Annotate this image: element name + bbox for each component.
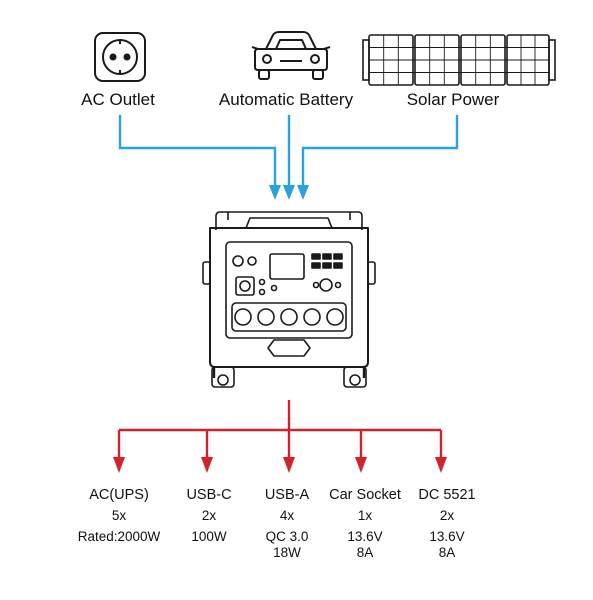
output-count: 1x: [357, 508, 373, 523]
output-spec: QC 3.0: [265, 529, 309, 544]
input-arrowheads: [269, 185, 309, 200]
output-usb-c: USB-C 2x 100W: [186, 487, 231, 545]
solar-power-label: Solar Power: [406, 90, 500, 109]
output-count: 4x: [279, 508, 295, 523]
solar-input-line: [301, 115, 459, 186]
usb-a-arrowhead-icon: [283, 457, 295, 473]
car-socket-arrowhead-icon: [355, 457, 367, 473]
ac-arrowhead-icon: [269, 185, 281, 200]
output-title: AC(UPS): [89, 487, 149, 503]
output-ac-ups: AC(UPS) 5x Rated:2000W: [78, 487, 161, 545]
output-spec: 100W: [191, 529, 227, 544]
solar-arrowhead-icon: [297, 185, 309, 200]
output-count: 5x: [111, 508, 127, 523]
input-arrows: [118, 115, 459, 186]
output-arrows: [117, 400, 443, 458]
output-title: Car Socket: [329, 487, 401, 503]
output-title: USB-C: [186, 487, 232, 503]
output-spec-2: 8A: [356, 545, 374, 560]
output-dc5521: DC 5521 2x 13.6V 8A: [418, 487, 475, 561]
ac-outlet-label: AC Outlet: [81, 90, 155, 109]
output-usb-a: USB-A 4x QC 3.0 18W: [265, 487, 309, 561]
car-icon: [251, 31, 331, 80]
ac-outlet-icon: [94, 32, 146, 82]
output-spec: 13.6V: [429, 529, 465, 544]
solar-panel-icon: [362, 34, 556, 86]
output-car-socket: Car Socket 1x 13.6V 8A: [329, 487, 401, 561]
output-spec-2: 8A: [438, 545, 456, 560]
battery-arrowhead-icon: [283, 185, 295, 200]
automatic-battery-label: Automatic Battery: [218, 90, 354, 109]
output-spec: Rated:2000W: [77, 529, 161, 544]
ac-input-line: [118, 115, 277, 186]
ac-ups-arrowhead-icon: [113, 457, 125, 473]
output-spec-2: 18W: [273, 545, 301, 560]
output-count: 2x: [201, 508, 217, 523]
output-title: DC 5521: [418, 487, 476, 503]
usb-c-arrowhead-icon: [201, 457, 213, 473]
power-station-icon: [202, 211, 376, 388]
output-arrowheads: [113, 457, 447, 473]
dc5521-arrowhead-icon: [435, 457, 447, 473]
output-spec: 13.6V: [347, 529, 383, 544]
output-count: 2x: [439, 508, 455, 523]
output-title: USB-A: [264, 487, 310, 503]
